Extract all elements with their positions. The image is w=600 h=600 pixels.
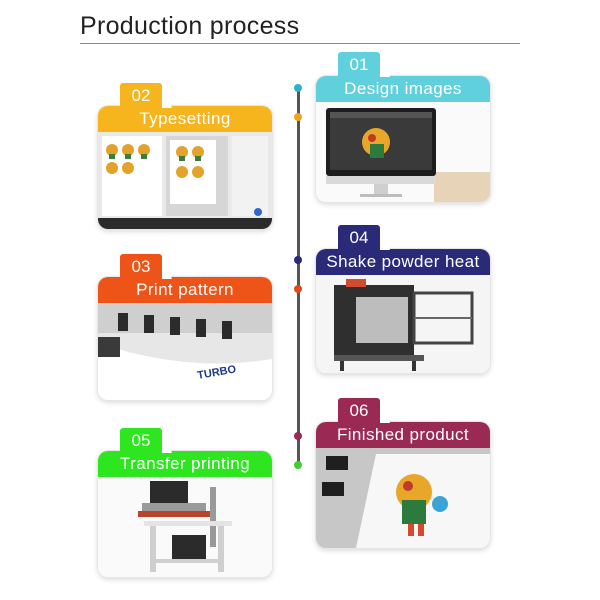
step-01-number: 01: [338, 52, 390, 77]
timeline-dot-03: [294, 285, 302, 293]
step-05-label: Transfer printing: [98, 451, 272, 477]
step-04-card: Shake powder heat: [316, 249, 490, 373]
page-title: Production process: [80, 12, 300, 40]
step-02-card: Typesetting: [98, 106, 272, 229]
timeline-dot-06: [294, 432, 302, 440]
timeline-dot-04: [294, 256, 302, 264]
step-04-label: Shake powder heat: [316, 249, 490, 275]
step-06-card: Finished product: [316, 422, 490, 548]
transfer-printing-image: [98, 477, 272, 577]
powder-shaker-image: [316, 275, 490, 373]
print-pattern-image: TURBO: [98, 303, 272, 400]
design-image: [316, 102, 490, 202]
step-02-label: Typesetting: [98, 106, 272, 132]
step-06-label: Finished product: [316, 422, 490, 448]
timeline-dot-01: [294, 84, 302, 92]
step-04-number: 04: [338, 225, 390, 250]
finished-product-image: [316, 448, 490, 548]
step-01-label: Design images: [316, 76, 490, 102]
timeline-dot-02: [294, 113, 302, 121]
typesetting-image: [98, 132, 272, 229]
step-03-number: 03: [120, 254, 172, 279]
step-03-label: Print pattern: [98, 277, 272, 303]
step-05-card: Transfer printing: [98, 451, 272, 577]
step-06-number: 06: [338, 398, 390, 423]
timeline-line: [297, 86, 300, 466]
title-divider: [80, 43, 520, 44]
step-05-number: 05: [120, 428, 172, 453]
timeline-dot-05: [294, 461, 302, 469]
step-01-card: Design images: [316, 76, 490, 202]
step-02-number: 02: [120, 83, 172, 108]
step-03-card: Print pattern TURBO: [98, 277, 272, 400]
